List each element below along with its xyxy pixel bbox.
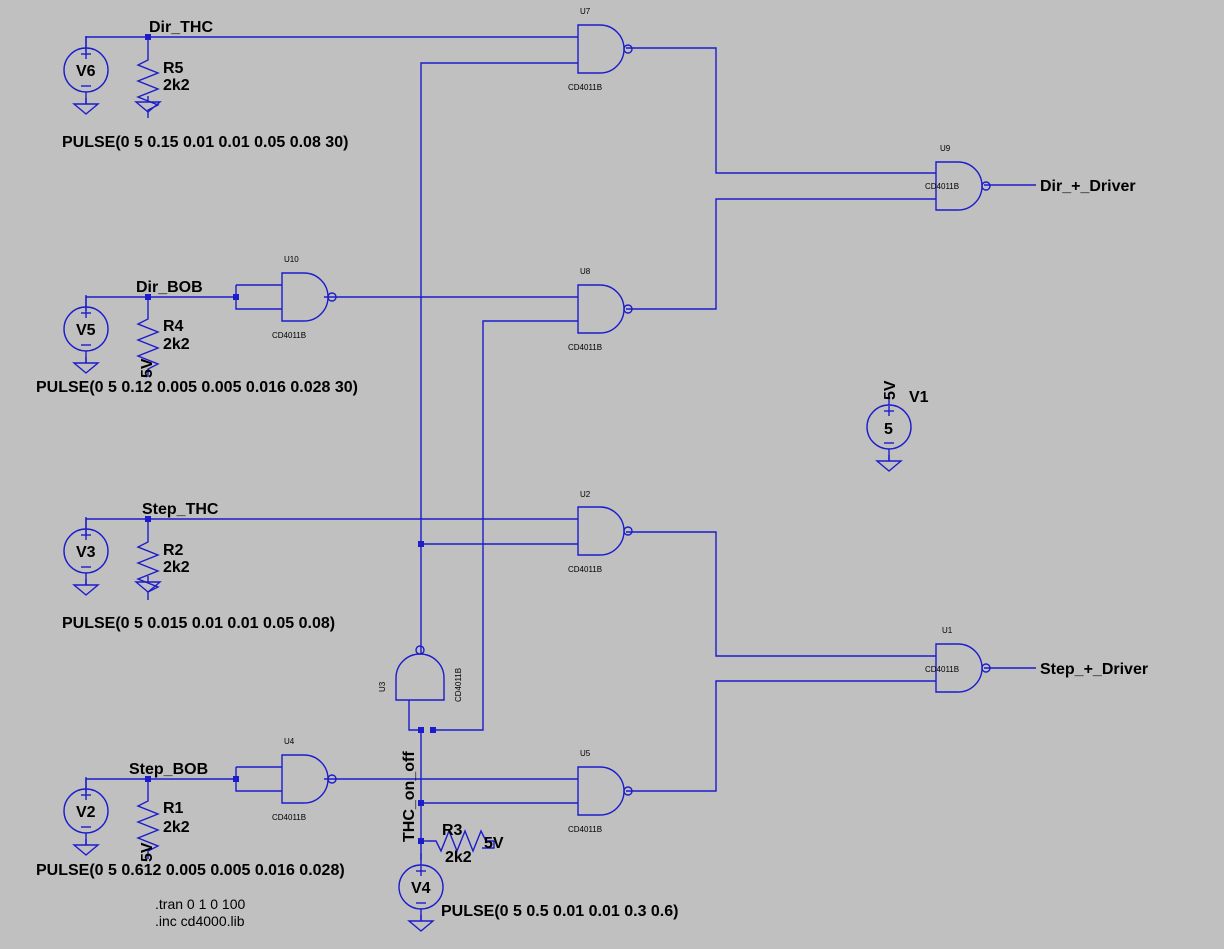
gate-ref-u7: U7: [580, 7, 591, 16]
gate-u8[interactable]: [577, 284, 633, 334]
gate-ref-u5: U5: [580, 749, 591, 758]
gate-u7[interactable]: [577, 24, 633, 74]
gate-part-u8: CD4011B: [568, 343, 602, 352]
directive-tran: .tran 0 1 0 100: [155, 896, 246, 912]
resistor-name-r1: R1: [163, 800, 184, 817]
wire-thc-on-off: [408, 700, 422, 860]
source-name-v3: V3: [76, 544, 96, 561]
resistor-value-r5: 2k2: [163, 77, 190, 94]
net-label-5v-r3: 5V: [484, 835, 504, 852]
source-value-v5: PULSE(0 5 0.12 0.005 0.005 0.016 0.028 3…: [36, 379, 358, 396]
gate-part-u1: CD4011B: [925, 665, 959, 674]
net-label-5v-r1: 5V: [139, 842, 156, 862]
gate-u5[interactable]: [577, 766, 633, 816]
gate-part-u9: CD4011B: [925, 182, 959, 191]
source-name-v1: V1: [909, 389, 929, 406]
wire-dir-bob: [85, 296, 236, 311]
source-value-v4: PULSE(0 5 0.5 0.01 0.01 0.3 0.6): [441, 903, 678, 920]
wire-step-thc: [85, 518, 578, 534]
gate-ref-u2: U2: [580, 490, 591, 499]
resistor-value-r1: 2k2: [163, 819, 190, 836]
junctions: [145, 34, 436, 844]
net-label-step-driver: Step_+_Driver: [1040, 661, 1148, 678]
source-name-v5: V5: [76, 322, 96, 339]
resistor-r5[interactable]: [137, 51, 159, 119]
source-value-v3: PULSE(0 5 0.015 0.01 0.01 0.05 0.08): [62, 615, 335, 632]
source-value-v2: PULSE(0 5 0.612 0.005 0.005 0.016 0.028): [36, 862, 345, 879]
wire-u5-out: [626, 680, 936, 792]
gate-part-u5: CD4011B: [568, 825, 602, 834]
source-name-v2: V2: [76, 804, 96, 821]
resistor-value-r3: 2k2: [445, 849, 472, 866]
directive-inc: .inc cd4000.lib: [155, 913, 245, 929]
resistor-name-r4: R4: [163, 318, 184, 335]
gate-part-u10: CD4011B: [272, 331, 306, 340]
net-label-dir-bob: Dir_BOB: [136, 279, 203, 296]
gate-part-u2: CD4011B: [568, 565, 602, 574]
net-label-5v-v1: 5V: [882, 380, 899, 400]
gate-ref-u4: U4: [284, 737, 295, 746]
wire-dir-thc: [85, 36, 578, 52]
gate-ref-u9: U9: [940, 144, 951, 153]
source-value-v6: PULSE(0 5 0.15 0.01 0.01 0.05 0.08 30): [62, 134, 348, 151]
source-value-v1: 5: [884, 421, 893, 438]
wire-u2-out: [626, 531, 936, 657]
resistor-value-r2: 2k2: [163, 559, 190, 576]
wire-u7-out: [626, 47, 936, 174]
net-label-step-bob: Step_BOB: [129, 761, 208, 778]
resistor-r2[interactable]: [137, 533, 159, 601]
wire-u3-out: [432, 320, 578, 731]
gate-part-u4: CD4011B: [272, 813, 306, 822]
gate-part-u3: CD4011B: [454, 668, 463, 702]
net-label-thc-on-off: THC_on_off: [401, 751, 418, 842]
wire-thc-bus: [420, 62, 578, 654]
resistor-value-r4: 2k2: [163, 336, 190, 353]
net-label-step-thc: Step_THC: [142, 501, 219, 518]
resistor-name-r5: R5: [163, 60, 184, 77]
gate-ref-u10: U10: [284, 255, 299, 264]
net-label-dir-driver: Dir_+_Driver: [1040, 178, 1136, 195]
gate-u10[interactable]: [281, 272, 337, 322]
gate-ref-u1: U1: [942, 626, 953, 635]
gate-u3[interactable]: [395, 645, 445, 701]
source-name-v6: V6: [76, 63, 96, 80]
resistor-name-r3: R3: [442, 822, 463, 839]
wire-step-bob: [85, 778, 236, 793]
gate-u2[interactable]: [577, 506, 633, 556]
gate-ref-u8: U8: [580, 267, 591, 276]
wire-u8-out: [626, 198, 936, 310]
gate-ref-u3: U3: [378, 681, 387, 692]
net-label-dir-thc: Dir_THC: [149, 19, 213, 36]
source-name-v4: V4: [411, 880, 431, 897]
gate-u4[interactable]: [281, 754, 337, 804]
resistor-name-r2: R2: [163, 542, 184, 559]
net-label-5v-r4: 5V: [139, 358, 156, 378]
gate-part-u7: CD4011B: [568, 83, 602, 92]
